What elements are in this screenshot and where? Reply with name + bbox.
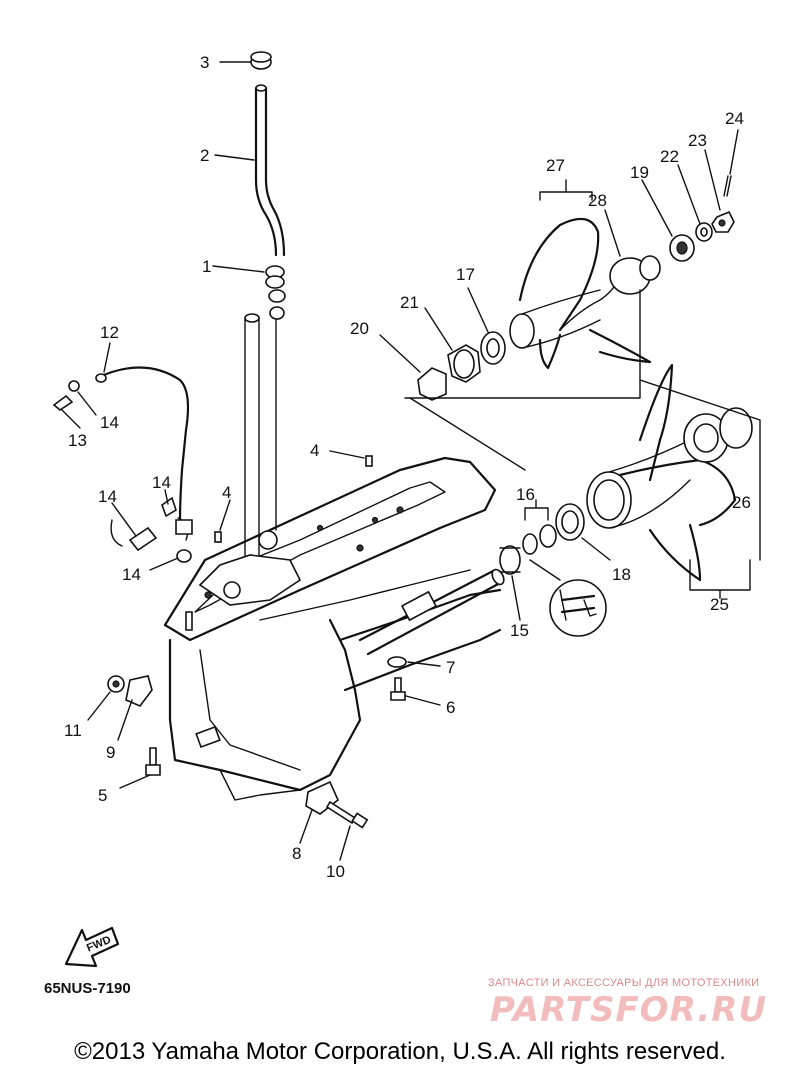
- callout-20: 20: [350, 319, 369, 338]
- part-16-oil-seal-b: [539, 524, 557, 548]
- propeller-hub-front: [509, 313, 535, 349]
- gear-case-body: [168, 618, 362, 792]
- fwd-label: FWD: [85, 934, 113, 955]
- part-13-fitting: [52, 394, 74, 411]
- part-14-clip-c: [128, 526, 158, 552]
- callout-14d: 14: [122, 565, 141, 584]
- callout-23: 23: [688, 131, 707, 150]
- part-24-cotter-pin: [723, 175, 732, 197]
- copyright-notice: ©2013 Yamaha Motor Corporation, U.S.A. A…: [74, 1038, 726, 1065]
- callout-19: 19: [630, 163, 649, 182]
- propeller-blade-lower-top: [638, 363, 674, 482]
- part-20-washer: [417, 367, 447, 401]
- part-12-hose: [96, 366, 190, 522]
- callout-28: 28: [588, 191, 607, 210]
- watermark-logo: PARTSFOR.RU: [490, 990, 768, 1030]
- anti-cavitation-plate: [163, 456, 497, 642]
- callout-2: 2: [200, 146, 209, 165]
- part-14-clip-d: [176, 549, 192, 563]
- leader-lines: [61, 61, 739, 861]
- callout-6: 6: [446, 698, 455, 717]
- callout-labels: 3 2 1 4 4 5 6 7 8 9 10 11 12 13 14 14 14…: [64, 53, 751, 881]
- drawing-code: 65NUS-7190: [44, 980, 131, 997]
- callout-17: 17: [456, 265, 475, 284]
- propeller-shaft: [358, 568, 505, 656]
- part-5-bolt: [145, 764, 161, 776]
- callout-10: 10: [326, 862, 345, 881]
- callout-11: 11: [64, 721, 82, 740]
- water-tube-assembly: [250, 51, 286, 531]
- callout-14b: 14: [152, 473, 171, 492]
- bearings: [499, 499, 607, 637]
- watermark-tagline: ЗАПЧАСТИ И АКСЕССУАРЫ ДЛЯ МОТОТЕХНИКИ: [488, 977, 760, 989]
- callout-25: 25: [710, 595, 729, 614]
- callout-22: 22: [660, 147, 679, 166]
- fwd-direction-arrow: FWD: [64, 926, 120, 968]
- callout-9: 9: [106, 743, 115, 762]
- callout-13: 13: [68, 431, 87, 450]
- fasteners: [52, 366, 407, 829]
- part-10-bolt: [351, 812, 369, 829]
- drive-shaft-bore: [258, 530, 278, 550]
- callout-27: 27: [546, 156, 565, 175]
- part-15-needle-bearing: [499, 545, 521, 575]
- part-7-washer: [387, 656, 407, 668]
- propeller-upper: [404, 175, 735, 401]
- callout-12: 12: [100, 323, 119, 342]
- callout-24: 24: [725, 109, 744, 128]
- lower-case-housing: [163, 456, 502, 801]
- propeller-blade-upper: [518, 217, 600, 332]
- part-6-bolt: [390, 691, 406, 701]
- callout-4a: 4: [310, 441, 319, 460]
- water-inlet-screen: [195, 725, 221, 749]
- callout-4b: 4: [222, 483, 231, 502]
- part-2-water-tube: [254, 86, 278, 257]
- callout-16: 16: [516, 485, 535, 504]
- part-4-dowel: [365, 455, 373, 467]
- callout-14c: 14: [98, 487, 117, 506]
- callout-5: 5: [98, 786, 107, 805]
- callout-3: 3: [200, 53, 209, 72]
- part-16-oil-seal-a: [522, 533, 538, 555]
- propeller-lower: [409, 363, 761, 599]
- part-4-dowel-b: [214, 531, 222, 543]
- callout-1: 1: [202, 257, 211, 276]
- part-14-clip-a: [68, 380, 80, 392]
- callout-8: 8: [292, 844, 301, 863]
- part-14-clip-b: [161, 496, 177, 518]
- callout-18: 18: [612, 565, 631, 584]
- drive-shaft: [244, 313, 260, 561]
- callout-26: 26: [732, 493, 751, 512]
- callout-7: 7: [446, 658, 455, 677]
- callout-21: 21: [400, 293, 419, 312]
- seal-detail-circle: [549, 579, 607, 637]
- callout-14a: 14: [100, 413, 119, 432]
- callout-15: 15: [510, 621, 529, 640]
- part-9-trim-tab: [125, 675, 153, 707]
